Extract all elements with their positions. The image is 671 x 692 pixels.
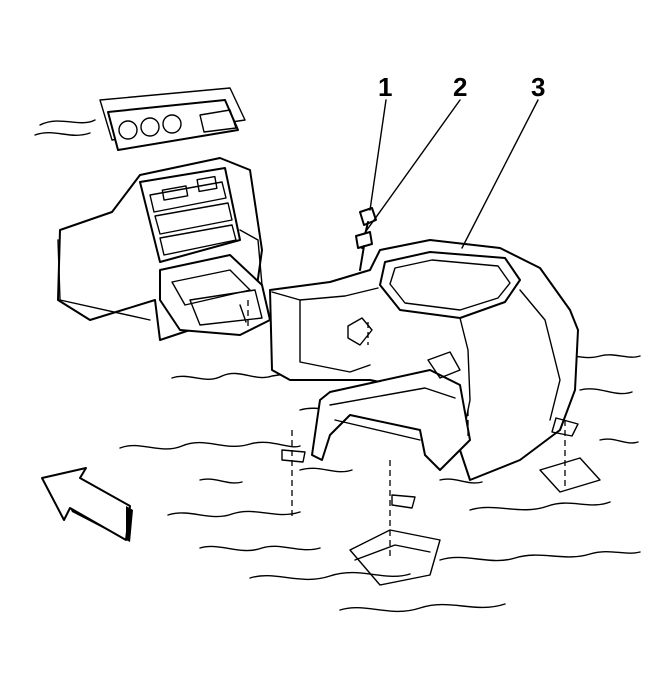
floor-tunnel — [349, 457, 601, 586]
fastener-screw — [355, 231, 373, 271]
callout-label-3: 3 — [531, 72, 546, 102]
callout-leaders — [363, 99, 539, 249]
front-direction-arrow-icon — [41, 467, 133, 542]
rear-console — [269, 239, 579, 509]
callout-label-1: 1 — [378, 72, 393, 102]
mounting-studs — [247, 300, 566, 560]
front-console-bin — [159, 254, 271, 336]
callout-label-2: 2 — [453, 72, 468, 102]
